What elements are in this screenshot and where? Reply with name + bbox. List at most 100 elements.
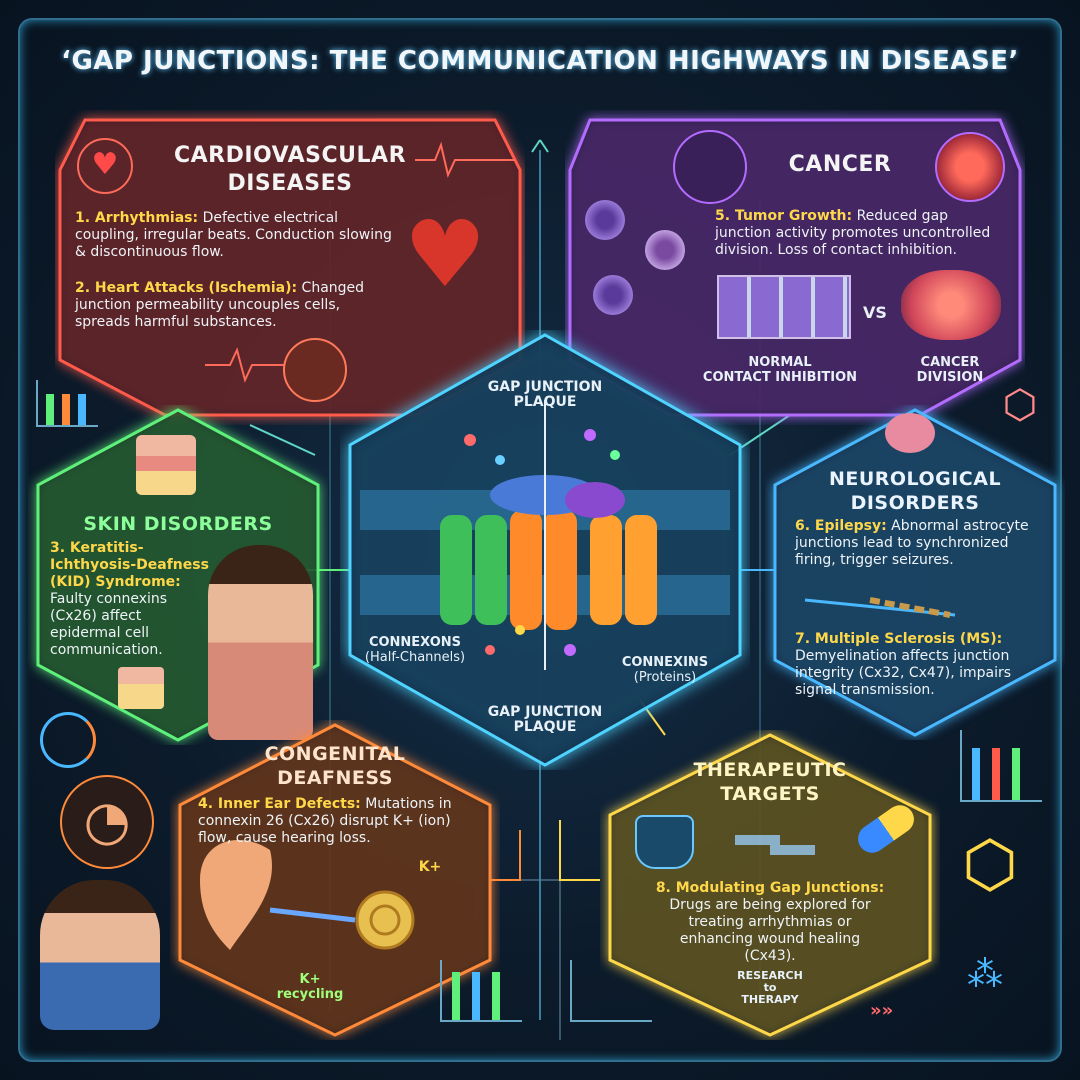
- thera-title-line2: TARGETS: [720, 783, 820, 805]
- heart-small-icon: ♥: [77, 138, 133, 194]
- bar-chart-icon: [36, 380, 98, 427]
- research-line3: THERAPY: [741, 993, 799, 1006]
- network-hexagon-icon: ⬡: [962, 828, 1018, 902]
- skin-layers-icon: [136, 435, 196, 495]
- deaf-title-line1: CONGENITAL: [264, 743, 406, 765]
- trend-chart-icon: [960, 730, 1042, 802]
- ear-icon: ◔: [60, 775, 154, 869]
- skin-item-label: 3. Keratitis-Ichthyosis-Deafness (KID) S…: [50, 540, 209, 590]
- neuro-item-1: 6. Epilepsy: Abnormal astrocyte junction…: [795, 518, 1045, 569]
- skin-item-text: Faulty connexins (Cx26) affect epidermal…: [50, 591, 168, 658]
- outer-frame: [18, 18, 1062, 1062]
- cell-cycle-icon: [585, 200, 625, 240]
- research-line2: to: [763, 981, 777, 994]
- dividing-cell-icon: [673, 130, 747, 204]
- deaf-item: 4. Inner Ear Defects: Mutations in conne…: [198, 796, 473, 847]
- connexins-line2: (Proteins): [633, 670, 697, 685]
- cycle-arrows-icon: [40, 712, 96, 768]
- growth-bar-chart-icon: [440, 960, 522, 1022]
- thera-item-label: 8. Modulating Gap Junctions:: [655, 880, 885, 896]
- cancer-item: 5. Tumor Growth: Reduced gap junction ac…: [715, 208, 1005, 259]
- neurological-panel: NEUROLOGICAL DISORDERS 6. Epilepsy: Abno…: [765, 405, 1065, 740]
- cardio-item-2-label: 2. Heart Attacks (Ischemia):: [75, 280, 298, 296]
- cancer-title: CANCER: [788, 152, 892, 177]
- congenital-deafness-panel: CONGENITAL DEAFNESS 4. Inner Ear Defects…: [170, 720, 500, 1040]
- tumor-icon: [935, 132, 1005, 202]
- neuro-title: NEUROLOGICAL DISORDERS: [785, 467, 1045, 515]
- cancer-item-text: Reduced gap junction activity promotes u…: [715, 208, 991, 258]
- deaf-title: CONGENITAL DEAFNESS: [210, 742, 460, 790]
- deaf-item-label: 4. Inner Ear Defects:: [198, 796, 361, 812]
- hair-follicle-icon: [118, 667, 164, 709]
- deaf-title-line2: DEAFNESS: [277, 767, 393, 789]
- neuro-title-line2: DISORDERS: [850, 492, 980, 514]
- neuro-item-1-text: Abnormal astrocyte junctions lead to syn…: [795, 518, 1029, 568]
- normal-caption-line1: NORMAL: [748, 355, 812, 370]
- plaque-bottom-line2: PLAQUE: [513, 719, 577, 735]
- plaque-top-label: GAP JUNCTION PLAQUE: [445, 380, 645, 410]
- cell-cycle-icon-2: [645, 230, 685, 270]
- neuro-item-2-label: 7. Multiple Sclerosis (MS):: [795, 631, 1003, 647]
- thera-title-line1: THERAPEUTIC: [693, 759, 847, 781]
- connexins-label: CONNEXINS (Proteins): [610, 655, 720, 685]
- k-plus-2: K+: [299, 972, 321, 987]
- thera-item: 8. Modulating Gap Junctions: Drugs are b…: [655, 880, 885, 965]
- person-avatar-icon: [40, 880, 160, 1030]
- normal-tissue-icon: [717, 275, 851, 339]
- recycling-text: recycling: [276, 987, 344, 1002]
- neuro-item-2-text: Demyelination affects junction integrity…: [795, 648, 1012, 698]
- molecule-icon: ⬡: [1002, 382, 1038, 428]
- deaf-hexagon: [178, 723, 492, 1037]
- connexins-line1: CONNEXINS: [621, 655, 709, 670]
- normal-caption-line2: CONTACT INHIBITION: [702, 370, 858, 385]
- plaque-bottom-label: GAP JUNCTION PLAQUE: [445, 705, 645, 735]
- blocked-artery-icon: [283, 338, 347, 402]
- therapeutic-panel: THERAPEUTIC TARGETS 8. Modulating Gap Ju…: [600, 730, 940, 1040]
- neuro-item-1-label: 6. Epilepsy:: [795, 518, 887, 534]
- cardio-title-line2: DISEASES: [227, 171, 353, 196]
- vs-label: VS: [863, 303, 887, 322]
- plaque-bottom-line1: GAP JUNCTION: [487, 704, 603, 720]
- thera-title: THERAPEUTIC TARGETS: [640, 758, 900, 806]
- cardio-item-1-label: 1. Arrhythmias:: [75, 210, 199, 226]
- cancer-item-label: 5. Tumor Growth:: [715, 208, 853, 224]
- thera-item-text: Drugs are being explored for treating ar…: [669, 897, 871, 964]
- forward-arrows-icon: »»: [870, 1000, 894, 1021]
- plaque-top-line1: GAP JUNCTION: [487, 379, 603, 395]
- research-line1: RESEARCH: [737, 969, 803, 982]
- gap-junction-center-panel: GAP JUNCTION PLAQUE CONNEXONS (Half-Chan…: [340, 330, 750, 770]
- skin-item: 3. Keratitis-Ichthyosis-Deafness (KID) S…: [50, 540, 210, 659]
- cancer-panel: CANCER 5. Tumor Growth: Reduced gap junc…: [565, 110, 1025, 425]
- plaque-top-line2: PLAQUE: [513, 394, 577, 410]
- k-plus-label: K+: [418, 859, 442, 875]
- deaf-item-text: Mutations in connexin 26 (Cx26) disrupt …: [198, 796, 452, 846]
- neuro-item-2: 7. Multiple Sclerosis (MS): Demyelinatio…: [795, 631, 1045, 699]
- cancer-caption: CANCER DIVISION: [895, 355, 1005, 385]
- k-plus-recycling-label: K+ recycling: [270, 972, 350, 1002]
- skin-title: SKIN DISORDERS: [83, 513, 273, 535]
- anatomical-heart-icon: ♥: [403, 201, 487, 308]
- tumor-tissue-icon: [901, 270, 1001, 340]
- cancer-caption-line2: DIVISION: [916, 370, 984, 385]
- brain-icon: [885, 413, 935, 453]
- cardio-title: CARDIOVASCULAR DISEASES: [145, 142, 435, 198]
- center-hexagon: [348, 333, 742, 767]
- cardio-item-2-text: Changed junction permeability uncouples …: [75, 280, 365, 330]
- connexons-line2: (Half-Channels): [364, 650, 466, 665]
- patient-with-rash-icon: [208, 545, 313, 740]
- cancer-caption-line1: CANCER: [920, 355, 980, 370]
- cardio-item-1: 1. Arrhythmias: Defective electrical cou…: [75, 210, 395, 261]
- line-graph-icon: [570, 960, 652, 1022]
- page-title: ‘GAP JUNCTIONS: THE COMMUNICATION HIGHWA…: [61, 46, 1019, 76]
- normal-caption: NORMAL CONTACT INHIBITION: [700, 355, 860, 385]
- cell-cycle-icon-3: [593, 275, 633, 315]
- lab-equipment-icon: [635, 815, 694, 869]
- connexons-label: CONNEXONS (Half-Channels): [355, 635, 475, 665]
- research-to-therapy-label: RESEARCH to THERAPY: [710, 970, 830, 1006]
- skin-panel: SKIN DISORDERS 3. Keratitis-Ichthyosis-D…: [28, 405, 328, 745]
- cardio-title-line1: CARDIOVASCULAR: [173, 143, 407, 168]
- network-molecule-icon: ⁂: [967, 954, 1003, 995]
- connexons-line1: CONNEXONS: [368, 635, 462, 650]
- neuro-title-line1: NEUROLOGICAL: [828, 468, 1002, 490]
- cardio-item-1-text: Defective electrical coupling, irregular…: [75, 210, 392, 260]
